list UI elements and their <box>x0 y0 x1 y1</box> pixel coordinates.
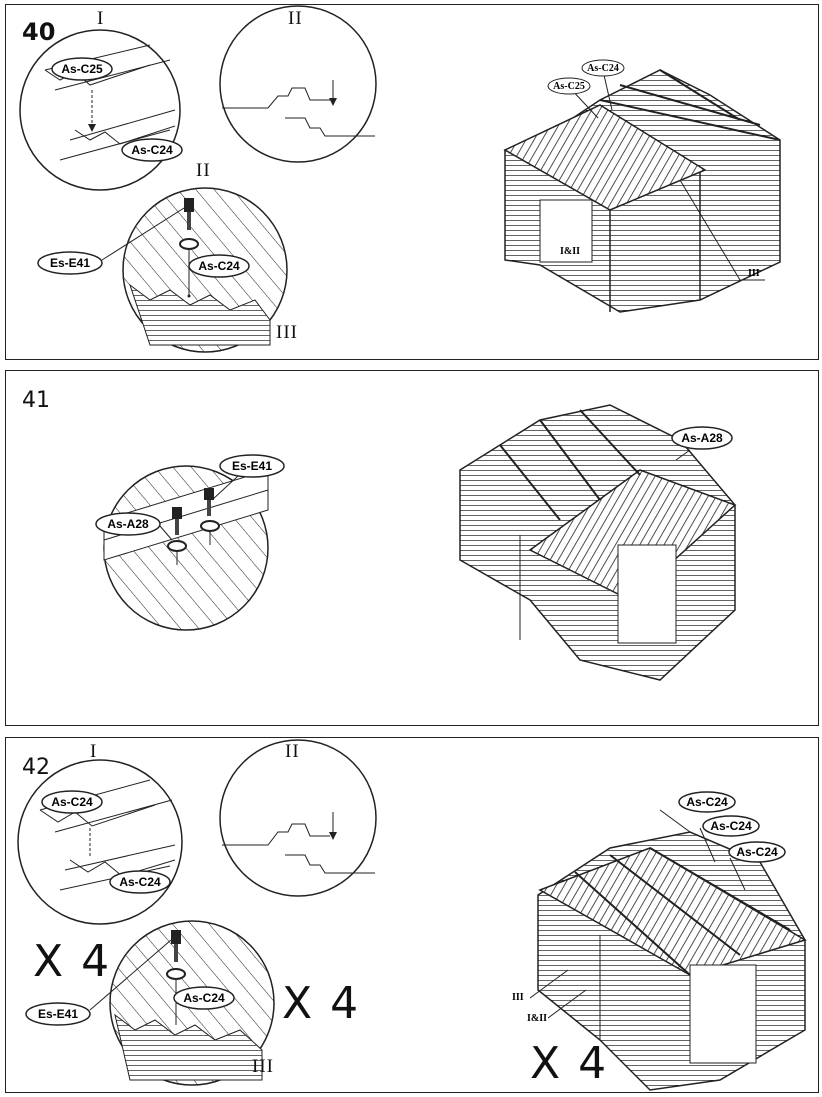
step-40-label-II: II <box>288 8 303 29</box>
step-42-label-I: I <box>90 741 98 762</box>
svg-text:As-C24: As-C24 <box>736 845 778 859</box>
step-42-quantity-left: X 4 <box>33 936 112 987</box>
step-42-quantity-right: X 4 <box>530 1038 609 1089</box>
step-40-label-panel: As-C24 <box>188 254 250 278</box>
step-42-quantity-mid: X 4 <box>282 978 361 1029</box>
step-42-label-II: II <box>285 741 300 762</box>
step-41-label-cap: As-A28 <box>95 512 173 541</box>
step-40-label-screw: Es-E41 <box>37 207 185 275</box>
step-40-label-I: I <box>97 8 105 29</box>
step-40-label-c24: As-C24 <box>121 138 183 162</box>
step-40-shed <box>503 69 781 313</box>
step-42-label-panel: As-C24 <box>173 986 235 1010</box>
step-42-label-III: III <box>252 1056 274 1077</box>
svg-text:As-A28: As-A28 <box>107 517 149 531</box>
svg-text:As-C24: As-C24 <box>183 991 225 1005</box>
step-42-label-screw: Es-E41 <box>25 939 172 1026</box>
svg-text:Es-E41: Es-E41 <box>50 256 90 270</box>
svg-text:As-C25: As-C25 <box>553 81 585 92</box>
step-42-detail-I <box>17 759 183 925</box>
svg-text:As-C25: As-C25 <box>61 62 103 76</box>
svg-text:Es-E41: Es-E41 <box>232 459 272 473</box>
step-40-shed-label-i-ii: III <box>748 268 760 279</box>
step-40-detail-II-top <box>219 5 377 163</box>
svg-text:As-C24: As-C24 <box>710 819 752 833</box>
step-42-label-lower: As-C24 <box>109 870 171 894</box>
step-40-label-II-b: II <box>196 160 211 181</box>
step-41-detail <box>103 465 269 631</box>
step-41-shed-label-cap: As-A28 <box>671 426 733 450</box>
step-41-label-screw: Es-E41 <box>211 454 285 501</box>
step-40-detail-I <box>19 29 181 191</box>
step-42-shed-label-i-ii: I&II <box>527 1013 547 1024</box>
step-40-shed-label-c25: As-C25 <box>547 77 591 95</box>
step-40-shed-label-c24: As-C24 <box>581 59 625 77</box>
step-42-shed-label-c24-b: As-C24 <box>702 815 760 837</box>
step-42-shed-label-c24-a: As-C24 <box>678 791 736 813</box>
svg-text:Es-E41: Es-E41 <box>38 1007 78 1021</box>
svg-text:As-C24: As-C24 <box>587 63 619 74</box>
svg-text:As-C24: As-C24 <box>51 795 93 809</box>
svg-text:As-C24: As-C24 <box>686 795 728 809</box>
step-number-42: 42 <box>22 755 50 780</box>
step-41-shed <box>459 404 737 681</box>
svg-text:As-A28: As-A28 <box>681 431 723 445</box>
step-40-shed-label-iii: I&II <box>560 246 580 257</box>
step-40-label-c25: As-C25 <box>51 57 113 81</box>
step-40-label-III: III <box>276 322 298 343</box>
step-number-40: 40 <box>22 18 56 46</box>
step-42-shed <box>529 809 807 1091</box>
svg-text:As-C24: As-C24 <box>131 143 173 157</box>
svg-text:As-C24: As-C24 <box>198 259 240 273</box>
step-42-detail-II <box>219 739 377 897</box>
step-number-41: 41 <box>22 388 50 413</box>
step-42-shed-label-c24-c: As-C24 <box>728 841 786 863</box>
step-42-shed-label-iii: III <box>512 992 524 1003</box>
svg-text:As-C24: As-C24 <box>119 875 161 889</box>
step-42-label-top: As-C24 <box>41 790 103 814</box>
